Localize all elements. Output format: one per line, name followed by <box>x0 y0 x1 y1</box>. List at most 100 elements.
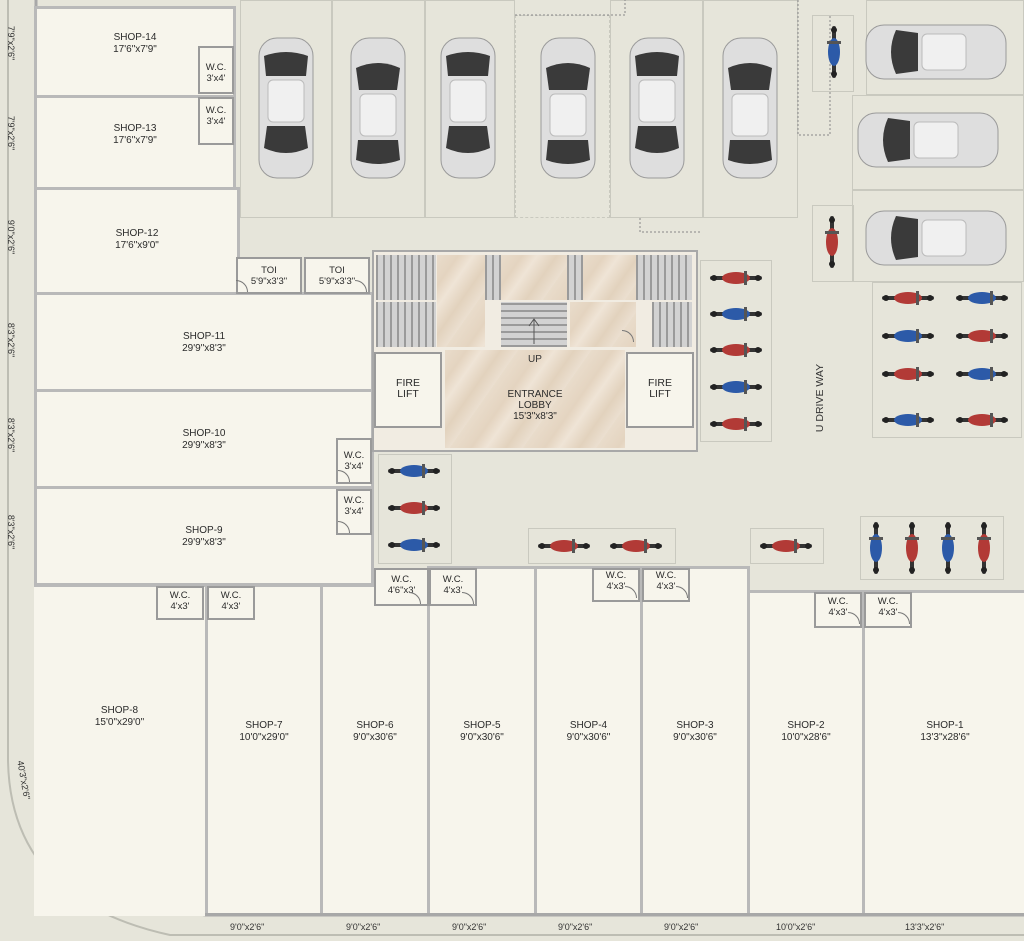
shop-name: SHOP-4 <box>569 720 608 731</box>
motorbike-icon <box>869 522 883 574</box>
wc-name: W.C. <box>205 62 227 73</box>
bike-bay <box>528 528 676 564</box>
toilet-name: TOI <box>329 265 345 276</box>
wc-shop-10: W.C.3'x4' <box>336 438 372 484</box>
wc-size: 3'x4' <box>206 116 226 127</box>
parking-bay <box>425 0 515 218</box>
motorbike-icon <box>905 522 919 574</box>
bike-bay <box>750 528 824 564</box>
lift-label: LIFT <box>649 388 671 400</box>
wc-name: W.C. <box>205 105 227 116</box>
wc-name: W.C. <box>343 495 365 506</box>
shop-name: SHOP-13 <box>113 123 157 134</box>
wc-name: W.C. <box>655 570 677 581</box>
wc-name: W.C. <box>220 590 242 601</box>
wc-size: 4'x3' <box>656 581 676 592</box>
lobby-label: ENTRANCE LOBBY 15'3"x8'3" <box>445 389 625 422</box>
shop-size: 9'0"x30'6" <box>673 732 717 743</box>
shop-size: 17'6"x7'9" <box>113 44 157 55</box>
wc-size: 4'x3' <box>878 607 898 618</box>
motorbike-icon <box>710 417 762 431</box>
shop-name: SHOP-2 <box>787 720 825 731</box>
wc-size: 3'x4' <box>206 73 226 84</box>
wc-shop-14: W.C.3'x4' <box>198 46 234 94</box>
shop-size: 9'0"x30'6" <box>566 732 611 743</box>
toilet-size: 5'9"x3'3" <box>250 276 288 287</box>
shop-size: 10'0"x29'0" <box>239 732 289 743</box>
car-icon <box>540 37 596 179</box>
motorbike-icon <box>388 464 440 478</box>
wc-name: W.C. <box>169 590 191 601</box>
motorbike-icon <box>710 271 762 285</box>
toilet-size: 5'9"x3'3" <box>318 276 356 287</box>
shop-name: SHOP-12 <box>115 228 159 239</box>
motorbike-icon <box>956 413 1008 427</box>
stairs-right <box>652 302 692 347</box>
motorbike-icon <box>882 291 934 305</box>
shop-name: SHOP-9 <box>185 525 223 536</box>
shop-size: 10'0"x28'6" <box>781 732 831 743</box>
motorbike-icon <box>710 307 762 321</box>
parking-bay <box>515 15 610 218</box>
shop-name: SHOP-14 <box>113 32 157 43</box>
shop-size: 9'0"x30'6" <box>460 732 504 743</box>
landing <box>437 255 485 347</box>
motorbike-icon <box>882 413 934 427</box>
bike-bay <box>860 516 1004 580</box>
car-icon <box>350 37 406 179</box>
bottom-dim: 9'0"x2'6" <box>664 922 699 932</box>
wc-size: 4'x3' <box>828 607 848 618</box>
wc-shop-2: W.C.4'x3' <box>814 592 862 628</box>
lift-label: FIRE <box>396 377 420 389</box>
motorbike-icon <box>956 367 1008 381</box>
bottom-dim: 9'0"x2'6" <box>346 922 381 932</box>
toilet-name: TOI <box>261 265 277 276</box>
up-label: UP <box>528 354 542 365</box>
car-icon <box>629 37 685 179</box>
shop-size: 15'0"x29'0" <box>94 717 145 728</box>
bottom-dim: 9'0"x2'6" <box>558 922 593 932</box>
parking-bay <box>332 0 425 218</box>
wc-name: W.C. <box>391 574 412 585</box>
motorbike-icon <box>538 539 590 553</box>
lift-label: FIRE <box>648 377 672 389</box>
shop-name: SHOP-8 <box>100 705 139 716</box>
parking-bay <box>812 15 854 92</box>
motorbike-icon <box>882 367 934 381</box>
wc-size: 4'x3' <box>221 601 241 612</box>
motorbike-icon <box>825 216 839 268</box>
shop-size: 13'3"x28'6" <box>920 732 970 743</box>
motorbike-icon <box>388 538 440 552</box>
wc-name: W.C. <box>877 596 899 607</box>
bottom-wall <box>205 913 1024 916</box>
up-arrow-icon <box>528 318 540 344</box>
bottom-dim: 9'0"x2'6" <box>452 922 487 932</box>
shop-name: SHOP-5 <box>463 720 501 731</box>
motorbike-icon <box>710 380 762 394</box>
motorbike-icon <box>882 329 934 343</box>
parking-bay <box>240 0 332 218</box>
shop-size: 9'0"x30'6" <box>353 732 397 743</box>
shop-size: 29'9"x8'3" <box>182 440 226 451</box>
wc-name: W.C. <box>442 574 464 585</box>
car-icon <box>258 37 314 179</box>
wc-size: 3'x4' <box>344 461 364 472</box>
motorbike-icon <box>977 522 991 574</box>
shop-name: SHOP-10 <box>182 428 226 439</box>
motorbike-icon <box>956 291 1008 305</box>
parking-bay <box>812 205 854 282</box>
lobby-size: 15'3"x8'3" <box>513 411 557 422</box>
wc-shop-8: W.C.4'x3' <box>156 586 204 620</box>
shop-size: 17'6"x7'9" <box>113 135 157 146</box>
motorbike-icon <box>760 539 812 553</box>
motorbike-icon <box>710 343 762 357</box>
motorbike-icon <box>388 501 440 515</box>
stairs-mid <box>485 255 501 300</box>
